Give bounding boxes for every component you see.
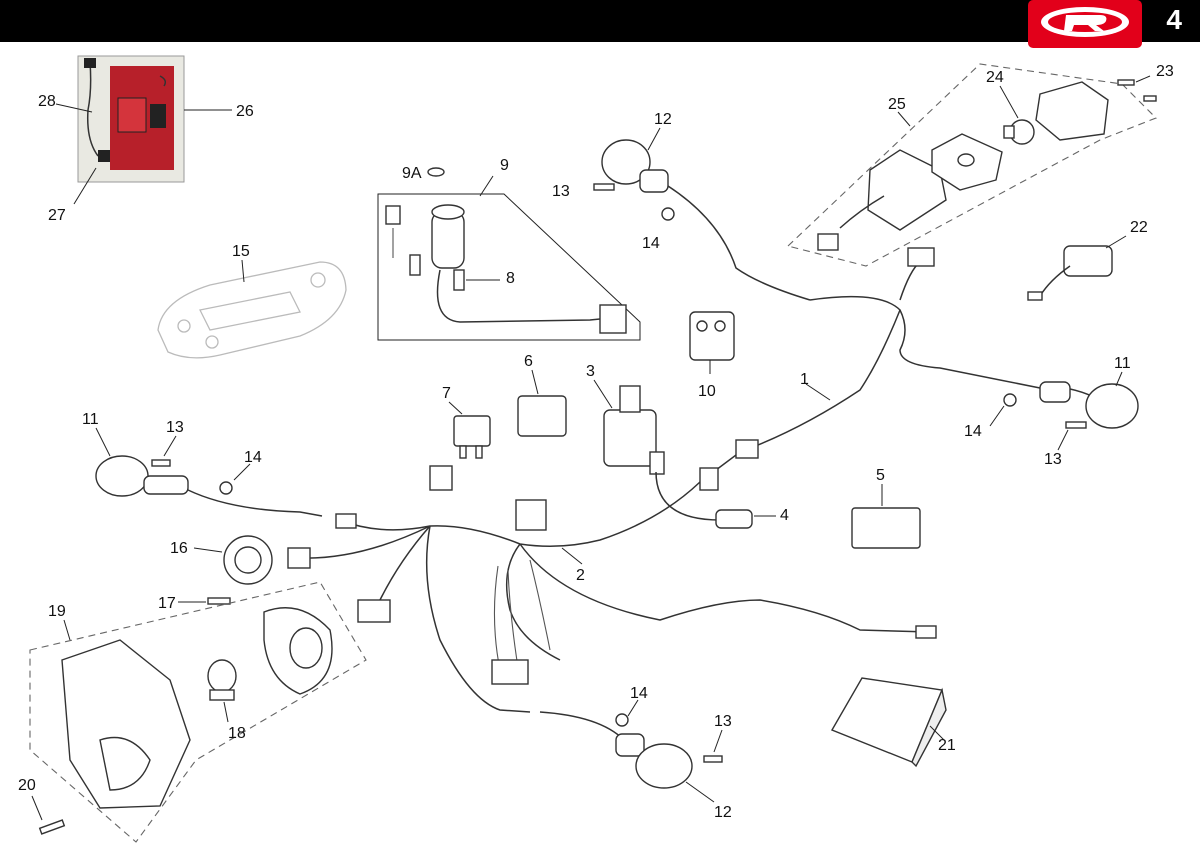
callout-27: 27 [48, 207, 66, 224]
callout-9A: 9A [402, 165, 422, 182]
turn-signal-rear-left [593, 139, 811, 301]
headlight-assembly [61, 607, 333, 809]
callout-13-bottom: 13 [714, 713, 732, 730]
callout-4: 4 [780, 507, 789, 524]
callout-22: 22 [1130, 219, 1148, 236]
callout-17: 17 [158, 595, 176, 612]
turn-signal-front-left [95, 455, 323, 517]
callout-19: 19 [48, 603, 66, 620]
horn [223, 535, 273, 585]
callout-23: 23 [1156, 63, 1174, 80]
callout-14-top: 14 [642, 235, 660, 252]
callout-13-right: 13 [1044, 451, 1062, 468]
brand-logo [1028, 0, 1142, 48]
callout-14-right: 14 [964, 423, 982, 440]
callout-10: 10 [698, 383, 716, 400]
callout-3: 3 [586, 363, 595, 380]
license-plate-light [1027, 245, 1113, 301]
harness-kit-photo [77, 55, 185, 183]
callout-14-left: 14 [244, 449, 262, 466]
callout-1: 1 [800, 371, 809, 388]
main-wiring-harness [287, 247, 1041, 741]
callout-25: 25 [888, 96, 906, 113]
callout-13-top: 13 [552, 183, 570, 200]
callout-7: 7 [442, 385, 451, 402]
turn-signal-front-right [1003, 381, 1139, 429]
spark-plug-cap [655, 471, 753, 529]
voltage-regulator [517, 395, 567, 437]
callout-21: 21 [938, 737, 956, 754]
callout-6: 6 [524, 353, 533, 370]
turn-signal-rear-right [615, 713, 723, 789]
callout-24: 24 [986, 69, 1004, 86]
ignition-coil [603, 385, 665, 475]
callout-12-top: 12 [654, 111, 672, 128]
callout-14-bottom: 14 [630, 685, 648, 702]
callout-28: 28 [38, 93, 56, 110]
starter-relay [689, 311, 735, 361]
callout-26: 26 [236, 103, 254, 120]
header-bar: 4 [0, 0, 1200, 42]
callout-8: 8 [506, 270, 515, 287]
callout-12-bottom: 12 [714, 804, 732, 821]
callout-18: 18 [228, 725, 246, 742]
callout-20: 20 [18, 777, 36, 794]
callout-15: 15 [232, 243, 250, 260]
callout-13-left: 13 [166, 419, 184, 436]
ignition-switch [385, 167, 627, 334]
callout-11-left: 11 [82, 411, 99, 428]
control-unit [830, 677, 947, 768]
callout-16: 16 [170, 540, 188, 557]
instrument-panel [157, 261, 347, 359]
bolt [207, 597, 231, 605]
callout-9: 9 [500, 157, 509, 174]
callout-11-right: 11 [1114, 355, 1131, 372]
flasher-unit [851, 507, 921, 549]
callout-2: 2 [576, 567, 585, 584]
screw [38, 819, 66, 835]
tail-light-assembly [817, 79, 1157, 251]
relay [453, 415, 491, 459]
page-number: 4 [1166, 4, 1182, 35]
callout-5: 5 [876, 467, 885, 484]
